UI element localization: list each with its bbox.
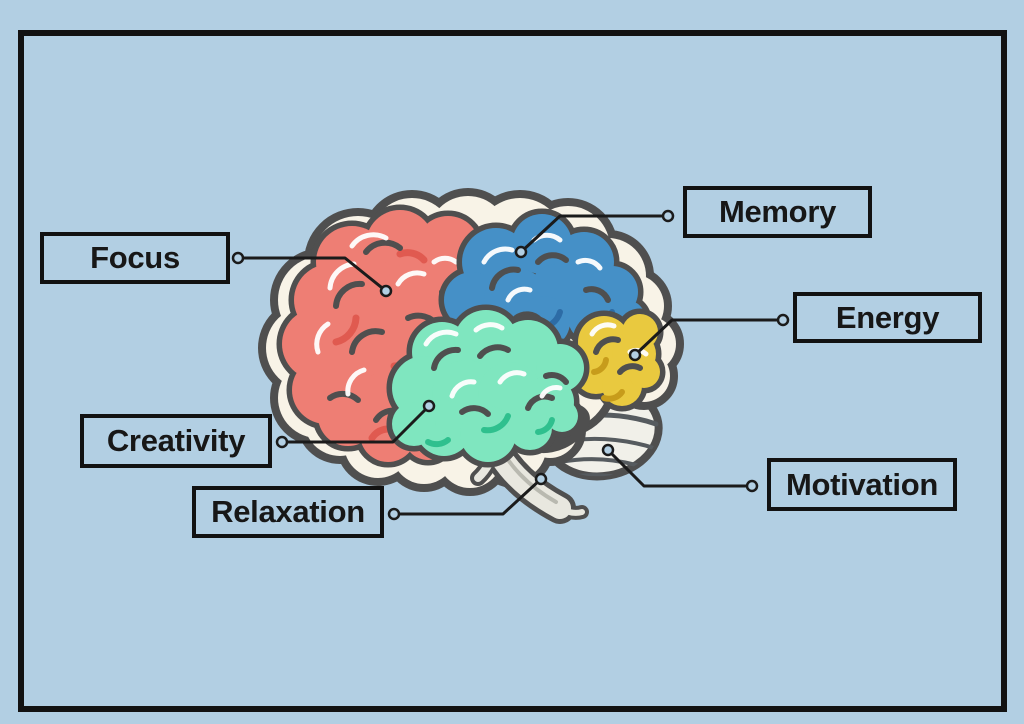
connector-lines [238, 214, 783, 516]
relaxation-leader [394, 477, 543, 516]
label-focus: Focus [40, 232, 230, 284]
label-memory: Memory [683, 186, 872, 238]
motivation-leader [606, 448, 752, 488]
label-relaxation: Relaxation [192, 486, 384, 538]
focus-leader [238, 256, 387, 293]
connector-dots [231, 209, 790, 521]
creativity-leader [282, 404, 431, 444]
temporal-lobe-teal [392, 310, 584, 462]
memory-leader [519, 214, 668, 254]
label-energy: Energy [793, 292, 982, 343]
label-motivation: Motivation [767, 458, 957, 511]
label-creativity: Creativity [80, 414, 272, 468]
energy-leader [633, 318, 783, 357]
